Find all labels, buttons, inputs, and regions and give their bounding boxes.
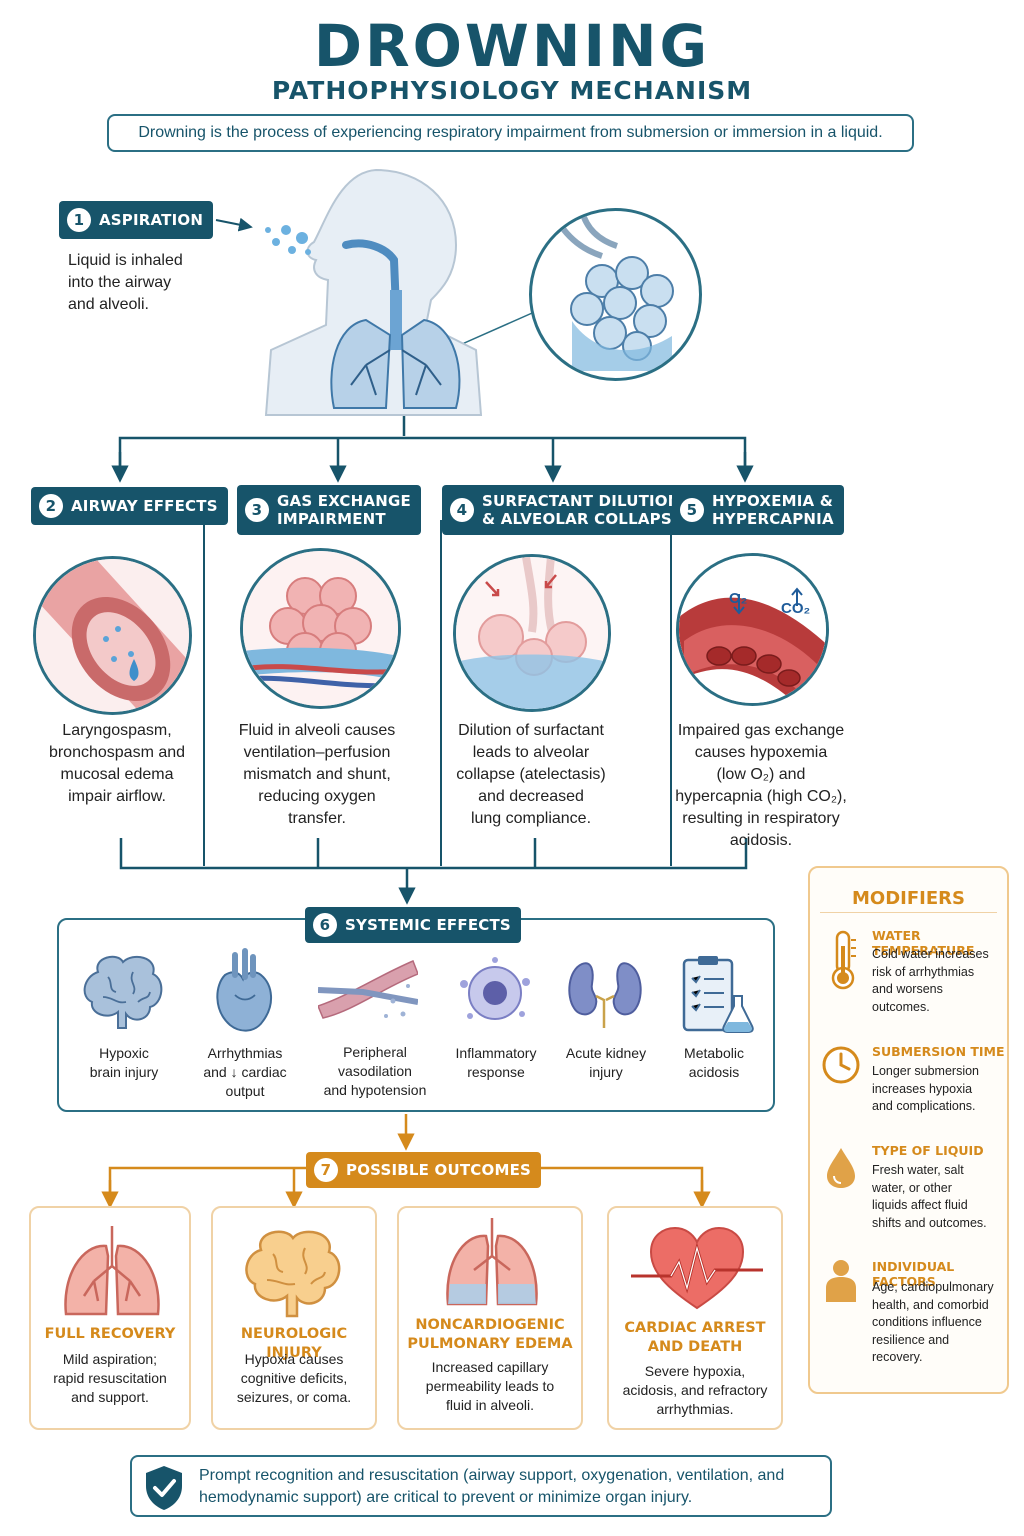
lungs-icon xyxy=(64,1226,160,1316)
systemic-item-acidosis: Metabolic acidosis xyxy=(684,1045,744,1080)
step-number: 7 xyxy=(314,1158,338,1182)
brain-icon xyxy=(245,1230,341,1318)
systemic-item-vasodilation: Peripheral vasodilation and hypotension xyxy=(323,1044,427,1098)
person-icon xyxy=(826,1260,856,1302)
step-5-description: Impaired gas exchange causes hypoxemia (… xyxy=(675,722,847,849)
step-number: 2 xyxy=(39,494,63,518)
step-4-badge: 4 SURFACTANT DILUTION & ALVEOLAR COLLAPS… xyxy=(442,485,693,535)
outcome-card-neurologic-injury: NEUROLOGIC INJURY Hypoxia causes cogniti… xyxy=(211,1206,377,1430)
modifier-description: Fresh water, salt water, or other liquid… xyxy=(872,1163,987,1230)
step-number: 4 xyxy=(450,498,474,522)
modifiers-title: MODIFIERS xyxy=(852,888,965,909)
step-1-badge: 1 ASPIRATION xyxy=(59,201,214,239)
step-number: 6 xyxy=(313,913,337,937)
thermometer-icon xyxy=(831,930,856,990)
hypoxemia-illustration xyxy=(676,553,829,706)
modifier-description: Age, cardiopulmonary health, and comorbi… xyxy=(872,1280,994,1364)
step-number: 3 xyxy=(245,498,269,522)
step-5-badge: 5 HYPOXEMIA & HYPERCAPNIA xyxy=(672,485,844,535)
step-2-description: Laryngospasm, bronchospasm and mucosal e… xyxy=(48,722,186,805)
outcome-card-cardiac-arrest: CARDIAC ARREST AND DEATH Severe hypoxia,… xyxy=(607,1206,783,1430)
modifier-heading: SUBMERSION TIME xyxy=(872,1044,1005,1059)
step-number: 1 xyxy=(67,208,91,232)
step-label: HYPOXEMIA & HYPERCAPNIA xyxy=(712,492,834,528)
definition-text: Drowning is the process of experiencing … xyxy=(138,124,883,141)
step-3-description: Fluid in alveoli causes ventilation–perf… xyxy=(238,722,396,827)
step-label: AIRWAY EFFECTS xyxy=(71,497,218,515)
gas-exchange-illustration xyxy=(240,548,401,709)
outcome-card-full-recovery: FULL RECOVERY Mild aspiration; rapid res… xyxy=(29,1206,191,1430)
step-2-badge: 2 AIRWAY EFFECTS xyxy=(31,487,228,525)
blood-vessel-icon xyxy=(318,960,418,1019)
step-label: SYSTEMIC EFFECTS xyxy=(345,916,511,934)
step-3-badge: 3 GAS EXCHANGE IMPAIRMENT xyxy=(237,485,421,535)
page-title: DROWNING xyxy=(313,12,711,80)
outcome-title: FULL RECOVERY xyxy=(44,1326,176,1342)
step-6-badge: 6 SYSTEMIC EFFECTS xyxy=(305,907,521,943)
systemic-item-kidney: Acute kidney injury xyxy=(565,1045,647,1080)
o2-label: O₂ xyxy=(729,590,748,607)
step-label: ASPIRATION xyxy=(99,211,204,229)
surfactant-illustration xyxy=(453,554,611,712)
systemic-item-cardiac: Arrhythmias and ↓ cardiac output xyxy=(203,1045,287,1099)
divider xyxy=(820,912,997,913)
alveoli-closeup xyxy=(529,208,702,381)
page-subtitle: PATHOPHYSIOLOGY MECHANISM xyxy=(271,76,753,105)
footer-callout xyxy=(130,1455,832,1517)
fluid-lungs-icon xyxy=(446,1218,538,1306)
step-number: 5 xyxy=(680,498,704,522)
clock-icon xyxy=(822,1046,860,1084)
droplet-icon xyxy=(827,1148,855,1188)
modifier-heading: WATER TEMPERATURE xyxy=(872,928,975,958)
modifier-description: Cold water increases risk of arrhythmias… xyxy=(872,947,989,1014)
modifier-heading: INDIVIDUAL FACTORS xyxy=(872,1259,955,1289)
systemic-item-inflammatory: Inflammatory response xyxy=(455,1045,537,1080)
outcome-title: CARDIAC ARREST xyxy=(624,1320,766,1336)
modifier-description: Longer submersion increases hypoxia and … xyxy=(872,1064,980,1113)
immune-cell-icon xyxy=(460,957,530,1020)
brain-icon xyxy=(83,955,163,1029)
step-label: POSSIBLE OUTCOMES xyxy=(346,1161,532,1179)
modifier-heading: TYPE OF LIQUID xyxy=(872,1143,984,1158)
definition-box: Drowning is the process of experiencing … xyxy=(107,114,914,152)
kidney-icon xyxy=(568,962,642,1028)
outcome-card-pulmonary-edema: NONCARDIOGENIC PULMONARY EDEMA Increased… xyxy=(397,1206,583,1430)
step-4-description: Dilution of surfactant leads to alveolar… xyxy=(456,722,606,827)
footer-text: Prompt recognition and resuscitation (ai… xyxy=(199,1467,785,1506)
airway-illustration xyxy=(33,556,192,715)
systemic-item-brain: Hypoxic brain injury xyxy=(89,1045,159,1080)
co2-label: CO₂ xyxy=(781,600,811,617)
outcome-title: NEUROLOGIC INJURY xyxy=(240,1326,348,1361)
heart-ecg-icon xyxy=(631,1226,763,1310)
step-1-description: Liquid is inhaled into the airway and al… xyxy=(68,252,183,313)
clipboard-flask-icon xyxy=(682,956,754,1033)
shield-check-icon xyxy=(146,1466,182,1510)
heart-icon xyxy=(216,948,272,1032)
outcome-title: NONCARDIOGENIC xyxy=(415,1317,565,1333)
head-lungs-illustration xyxy=(264,168,483,416)
step-7-badge: 7 POSSIBLE OUTCOMES xyxy=(306,1152,542,1188)
step-label: GAS EXCHANGE IMPAIRMENT xyxy=(277,492,411,528)
step-label: SURFACTANT DILUTION & ALVEOLAR COLLAPSE xyxy=(482,492,683,528)
